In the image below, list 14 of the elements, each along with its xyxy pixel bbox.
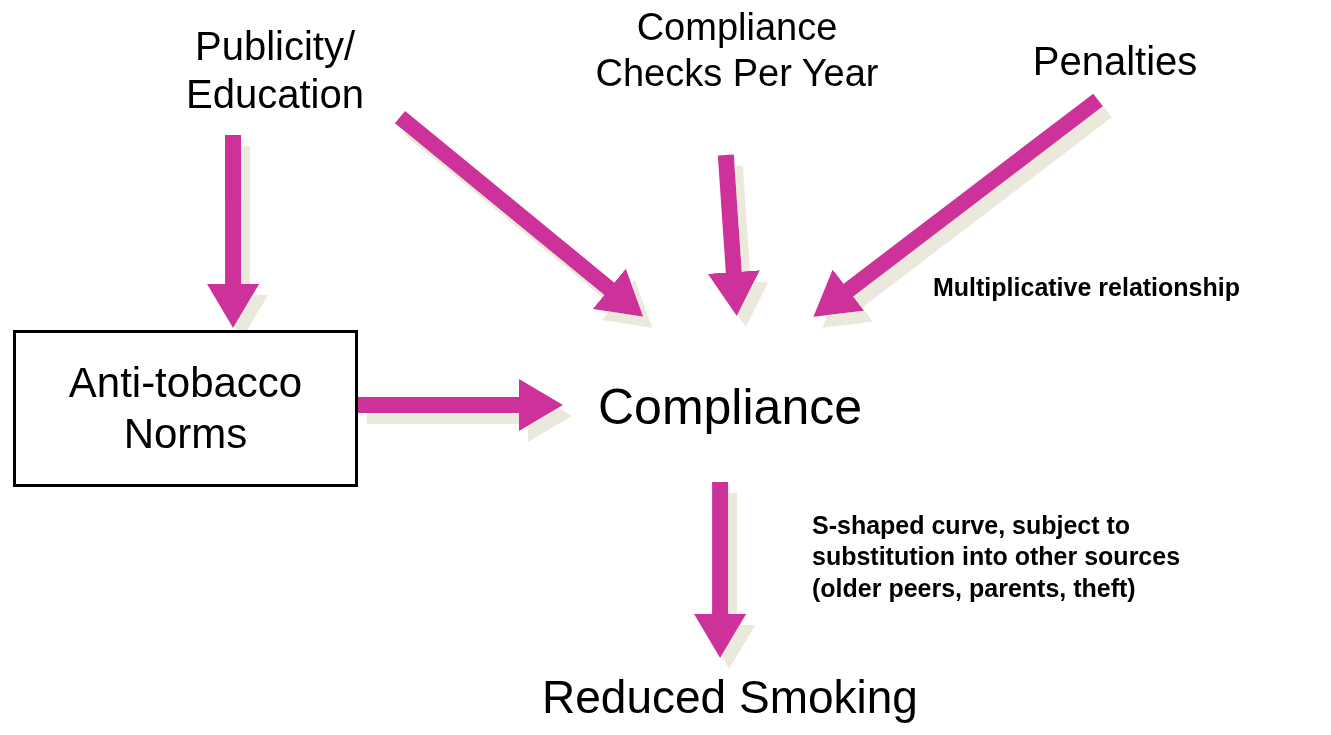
node-text: Publicity/ Education [185, 23, 365, 118]
node-text: Compliance Checks Per Year [594, 5, 880, 96]
annotation-text: S-shaped curve, subject to substitution into other sources (older peers, parents, theft) [812, 510, 1182, 604]
arrow [813, 93, 1103, 317]
annotation-text: Multiplicative relationship [933, 272, 1241, 303]
arrow [694, 482, 747, 658]
node-text: Compliance [598, 378, 862, 437]
arrow [357, 378, 563, 431]
process-box: Anti-tobacco Norms [13, 330, 358, 487]
node-text: Reduced Smoking [542, 669, 918, 725]
node-text: Penalties [1032, 38, 1198, 85]
arrow [394, 110, 644, 317]
arrow [707, 154, 760, 316]
arrow [207, 135, 260, 328]
